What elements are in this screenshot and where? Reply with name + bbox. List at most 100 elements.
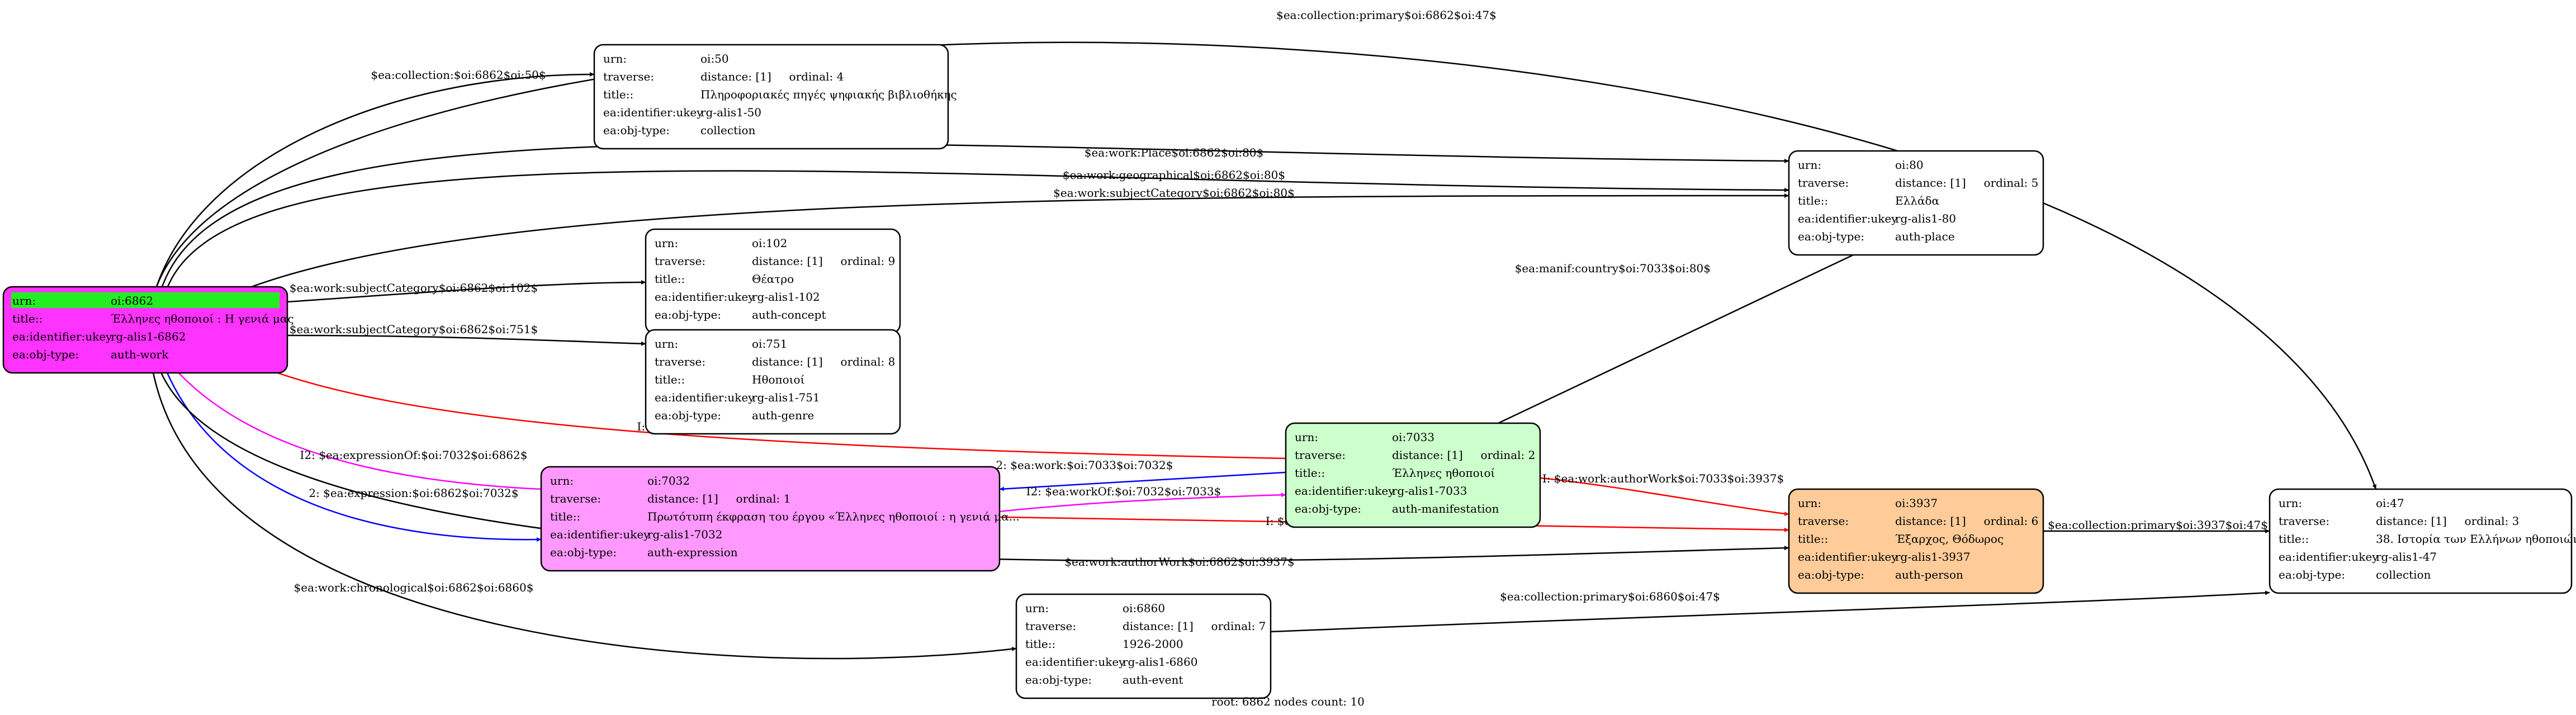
node-751[interactable]: urn: oi:751 traverse: distance: [1] ordinal… bbox=[645, 329, 901, 435]
row-label: ea:obj-type: bbox=[1798, 568, 1864, 581]
edge-label: $ea:work:geographical$oi:6862$oi:80$ bbox=[1063, 168, 1285, 182]
row-label: title:: bbox=[1025, 637, 1055, 651]
row-label: urn: bbox=[603, 52, 627, 65]
edge-label: $ea:manif:country$oi:7033$oi:80$ bbox=[1515, 262, 1711, 275]
row-value: distance: [1] ordinal: 8 bbox=[752, 355, 895, 368]
row-label: urn: bbox=[1798, 496, 1821, 510]
edge-label: $ea:collection:primary$oi:6862$oi:47$ bbox=[1276, 8, 1497, 22]
row-value: Πληροφοριακές πηγές ψηφιακής βιβλιοθήκης bbox=[700, 88, 957, 101]
row-label: title:: bbox=[1295, 466, 1325, 480]
row-label: title:: bbox=[550, 510, 580, 523]
row-label: ea:identifier:ukey bbox=[12, 330, 112, 343]
node-box bbox=[2, 286, 288, 374]
node-box bbox=[1285, 422, 1541, 528]
row-label: ea:obj-type: bbox=[2279, 568, 2345, 581]
row-value: oi:3937 bbox=[1895, 496, 1938, 510]
row-value: rg-alis1-6862 bbox=[111, 330, 186, 343]
row-value: oi:751 bbox=[752, 337, 787, 351]
row-value: oi:102 bbox=[752, 236, 787, 250]
row-label: ea:obj-type: bbox=[603, 124, 670, 137]
row-label: ea:identifier:ukey bbox=[1798, 550, 1898, 564]
edge-label: $ea:work:subjectCategory$oi:6862$oi:102$ bbox=[290, 281, 538, 295]
row-value: auth-genre bbox=[752, 409, 814, 422]
node-box bbox=[1015, 593, 1272, 699]
row-value: auth-person bbox=[1895, 568, 1963, 581]
row-label: ea:obj-type: bbox=[655, 308, 721, 321]
edge-e_workof bbox=[999, 493, 1286, 513]
row-label: ea:obj-type: bbox=[550, 546, 617, 559]
row-value: Πρωτότυπη έκφραση του έργου «Έλληνες ηθο… bbox=[647, 510, 1020, 523]
row-label: traverse: bbox=[550, 492, 601, 505]
row-value: auth-work bbox=[111, 348, 169, 361]
row-value: distance: [1] ordinal: 6 bbox=[1895, 514, 2038, 528]
row-value: rg-alis1-50 bbox=[700, 106, 761, 119]
edge-label: $ea:collection:primary$oi:3937$oi:47$ bbox=[2048, 518, 2268, 532]
edge-e_subj_80 bbox=[251, 193, 1789, 288]
row-label: title:: bbox=[1798, 532, 1828, 546]
node-box bbox=[540, 466, 1001, 572]
row-value: Έλληνες ηθοποιοί bbox=[1392, 466, 1495, 480]
row-label: urn: bbox=[12, 294, 36, 307]
edge-e_subj_102 bbox=[287, 280, 646, 303]
node-box bbox=[1788, 488, 2044, 594]
row-value: rg-alis1-6860 bbox=[1123, 655, 1197, 669]
row-value: auth-concept bbox=[752, 308, 826, 321]
edge-label: $ea:work:subjectCategory$oi:6862$oi:80$ bbox=[1053, 186, 1295, 200]
edge-e_geo_80 bbox=[167, 170, 1789, 287]
row-value: distance: [1] ordinal: 7 bbox=[1123, 619, 1266, 633]
row-label: urn: bbox=[1025, 602, 1049, 615]
edge-label: $ea:work:subjectCategory$oi:6862$oi:751$ bbox=[290, 323, 538, 336]
edge-e_inferred bbox=[245, 359, 1286, 460]
row-label: traverse: bbox=[2279, 514, 2329, 528]
edge-e_primary_47 bbox=[155, 41, 2377, 490]
node-box bbox=[645, 329, 901, 435]
node-box bbox=[2269, 488, 2573, 594]
row-value: collection bbox=[700, 124, 756, 137]
edge-e_subj_751 bbox=[287, 334, 646, 346]
edge-label: $ea:work:authorWork$oi:6862$oi:3937$ bbox=[1064, 555, 1294, 569]
edge-e_chrono bbox=[150, 360, 1017, 660]
edge-label: $ea:collection:$oi:6862$oi:50$ bbox=[371, 68, 546, 82]
row-value: oi:80 bbox=[1895, 158, 1924, 172]
row-label: title:: bbox=[2279, 532, 2309, 546]
edge-e_collection_50 bbox=[155, 72, 595, 287]
edge-label: $ea:work:Place$oi:6862$oi:80$ bbox=[1085, 146, 1264, 159]
row-value: oi:50 bbox=[700, 52, 729, 65]
row-label: ea:identifier:ukey bbox=[1025, 655, 1125, 669]
row-value: oi:7033 bbox=[1392, 430, 1434, 444]
row-value: 38. Ιστορία των Ελλήνων ηθοποιών bbox=[2376, 532, 2576, 546]
edge-e_primary_6860 bbox=[1270, 590, 2270, 633]
edge-label: I: $ea:work:authorWork$oi:7033$oi:3937$ bbox=[1542, 472, 1784, 485]
row-value: Θέατρο bbox=[752, 272, 794, 286]
row-value: 1926-2000 bbox=[1123, 637, 1183, 651]
row-label: ea:identifier:ukey bbox=[1295, 484, 1395, 498]
row-label: urn: bbox=[655, 337, 678, 351]
row-value: distance: [1] ordinal: 2 bbox=[1392, 448, 1535, 462]
row-label: traverse: bbox=[655, 355, 705, 368]
footer-summary: root: 6862 nodes count: 10 bbox=[1211, 695, 1365, 708]
row-label: urn: bbox=[1798, 158, 1821, 172]
edge-e_expressionof bbox=[167, 360, 542, 490]
row-value: distance: [1] ordinal: 5 bbox=[1895, 176, 2038, 190]
row-label: title:: bbox=[655, 373, 685, 386]
row-label: ea:identifier:ukey bbox=[2279, 550, 2379, 564]
row-label: urn: bbox=[2279, 496, 2302, 510]
row-label: urn: bbox=[550, 474, 574, 487]
edge-label: I2: $ea:expressionOf:$oi:7032$oi:6862$ bbox=[300, 448, 528, 462]
row-value: auth-event bbox=[1123, 673, 1183, 686]
node-box bbox=[1788, 150, 2044, 256]
row-value: auth-place bbox=[1895, 230, 1955, 243]
row-value: rg-alis1-47 bbox=[2376, 550, 2437, 564]
edge-label: $ea:collection:primary$oi:6860$oi:47$ bbox=[1500, 590, 1720, 603]
